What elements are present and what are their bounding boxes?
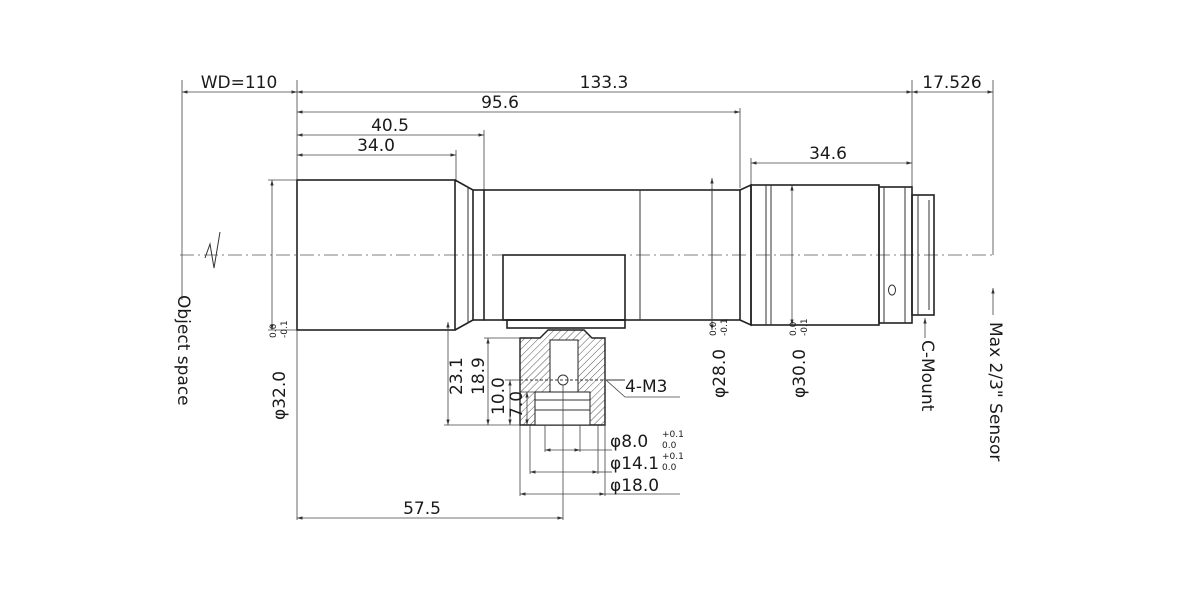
dim-dia-18: φ18.0 [610, 476, 659, 496]
tol-dia-28-lower: -0.1 [720, 318, 730, 336]
label-thread: 4-M3 [625, 377, 667, 397]
dim-h-23-1: 23.1 [447, 357, 467, 395]
lens-body [296, 179, 935, 331]
dim-34-0: 34.0 [357, 136, 395, 156]
dim-57-5: 57.5 [403, 499, 441, 519]
dim-34-6: 34.6 [809, 144, 847, 164]
label-c-mount: C-Mount [917, 340, 937, 412]
tol-dia-8-lower: 0.0 [662, 441, 677, 451]
tol-dia-32-lower: -0.1 [280, 320, 290, 338]
dim-dia-8: φ8.0 [610, 432, 648, 452]
tol-dia-14-1-upper: +0.1 [662, 452, 684, 462]
diameter-dimensions [268, 178, 794, 331]
tol-dia-30-upper: 0.0 [789, 321, 799, 336]
dim-dia-32: φ32.0 [270, 371, 290, 420]
tol-dia-14-1-lower: 0.0 [662, 463, 677, 473]
label-sensor: Max 2/3" Sensor [985, 322, 1005, 461]
mount-adapter-section [519, 329, 625, 426]
dim-total-length: 133.3 [580, 73, 629, 93]
dim-dia-30: φ30.0 [790, 349, 810, 398]
thread-leader-line [605, 379, 680, 398]
dim-h-10-0: 10.0 [489, 377, 509, 415]
horizontal-dimensions [182, 90, 993, 520]
dim-dia-28: φ28.0 [710, 349, 730, 398]
dim-40-5: 40.5 [371, 116, 409, 136]
dim-95-6: 95.6 [481, 93, 519, 113]
dim-flange-distance: 17.526 [922, 73, 981, 93]
tol-dia-28-upper: 0.0 [709, 321, 719, 336]
adapter-height-dimensions [444, 322, 535, 426]
axis-break-mark [204, 231, 221, 269]
adapter-diameter-dimensions [519, 425, 680, 496]
tol-dia-30-lower: -0.1 [800, 318, 810, 336]
label-object-space: Object space [173, 295, 193, 406]
tol-dia-32-upper: 0.0 [269, 323, 279, 338]
tol-dia-8-upper: +0.1 [662, 430, 684, 440]
dim-wd: WD=110 [201, 73, 278, 93]
dim-h-18-9: 18.9 [469, 357, 489, 395]
dim-dia-14-1: φ14.1 [610, 454, 659, 474]
dim-h-7-0: 7.0 [507, 391, 527, 418]
